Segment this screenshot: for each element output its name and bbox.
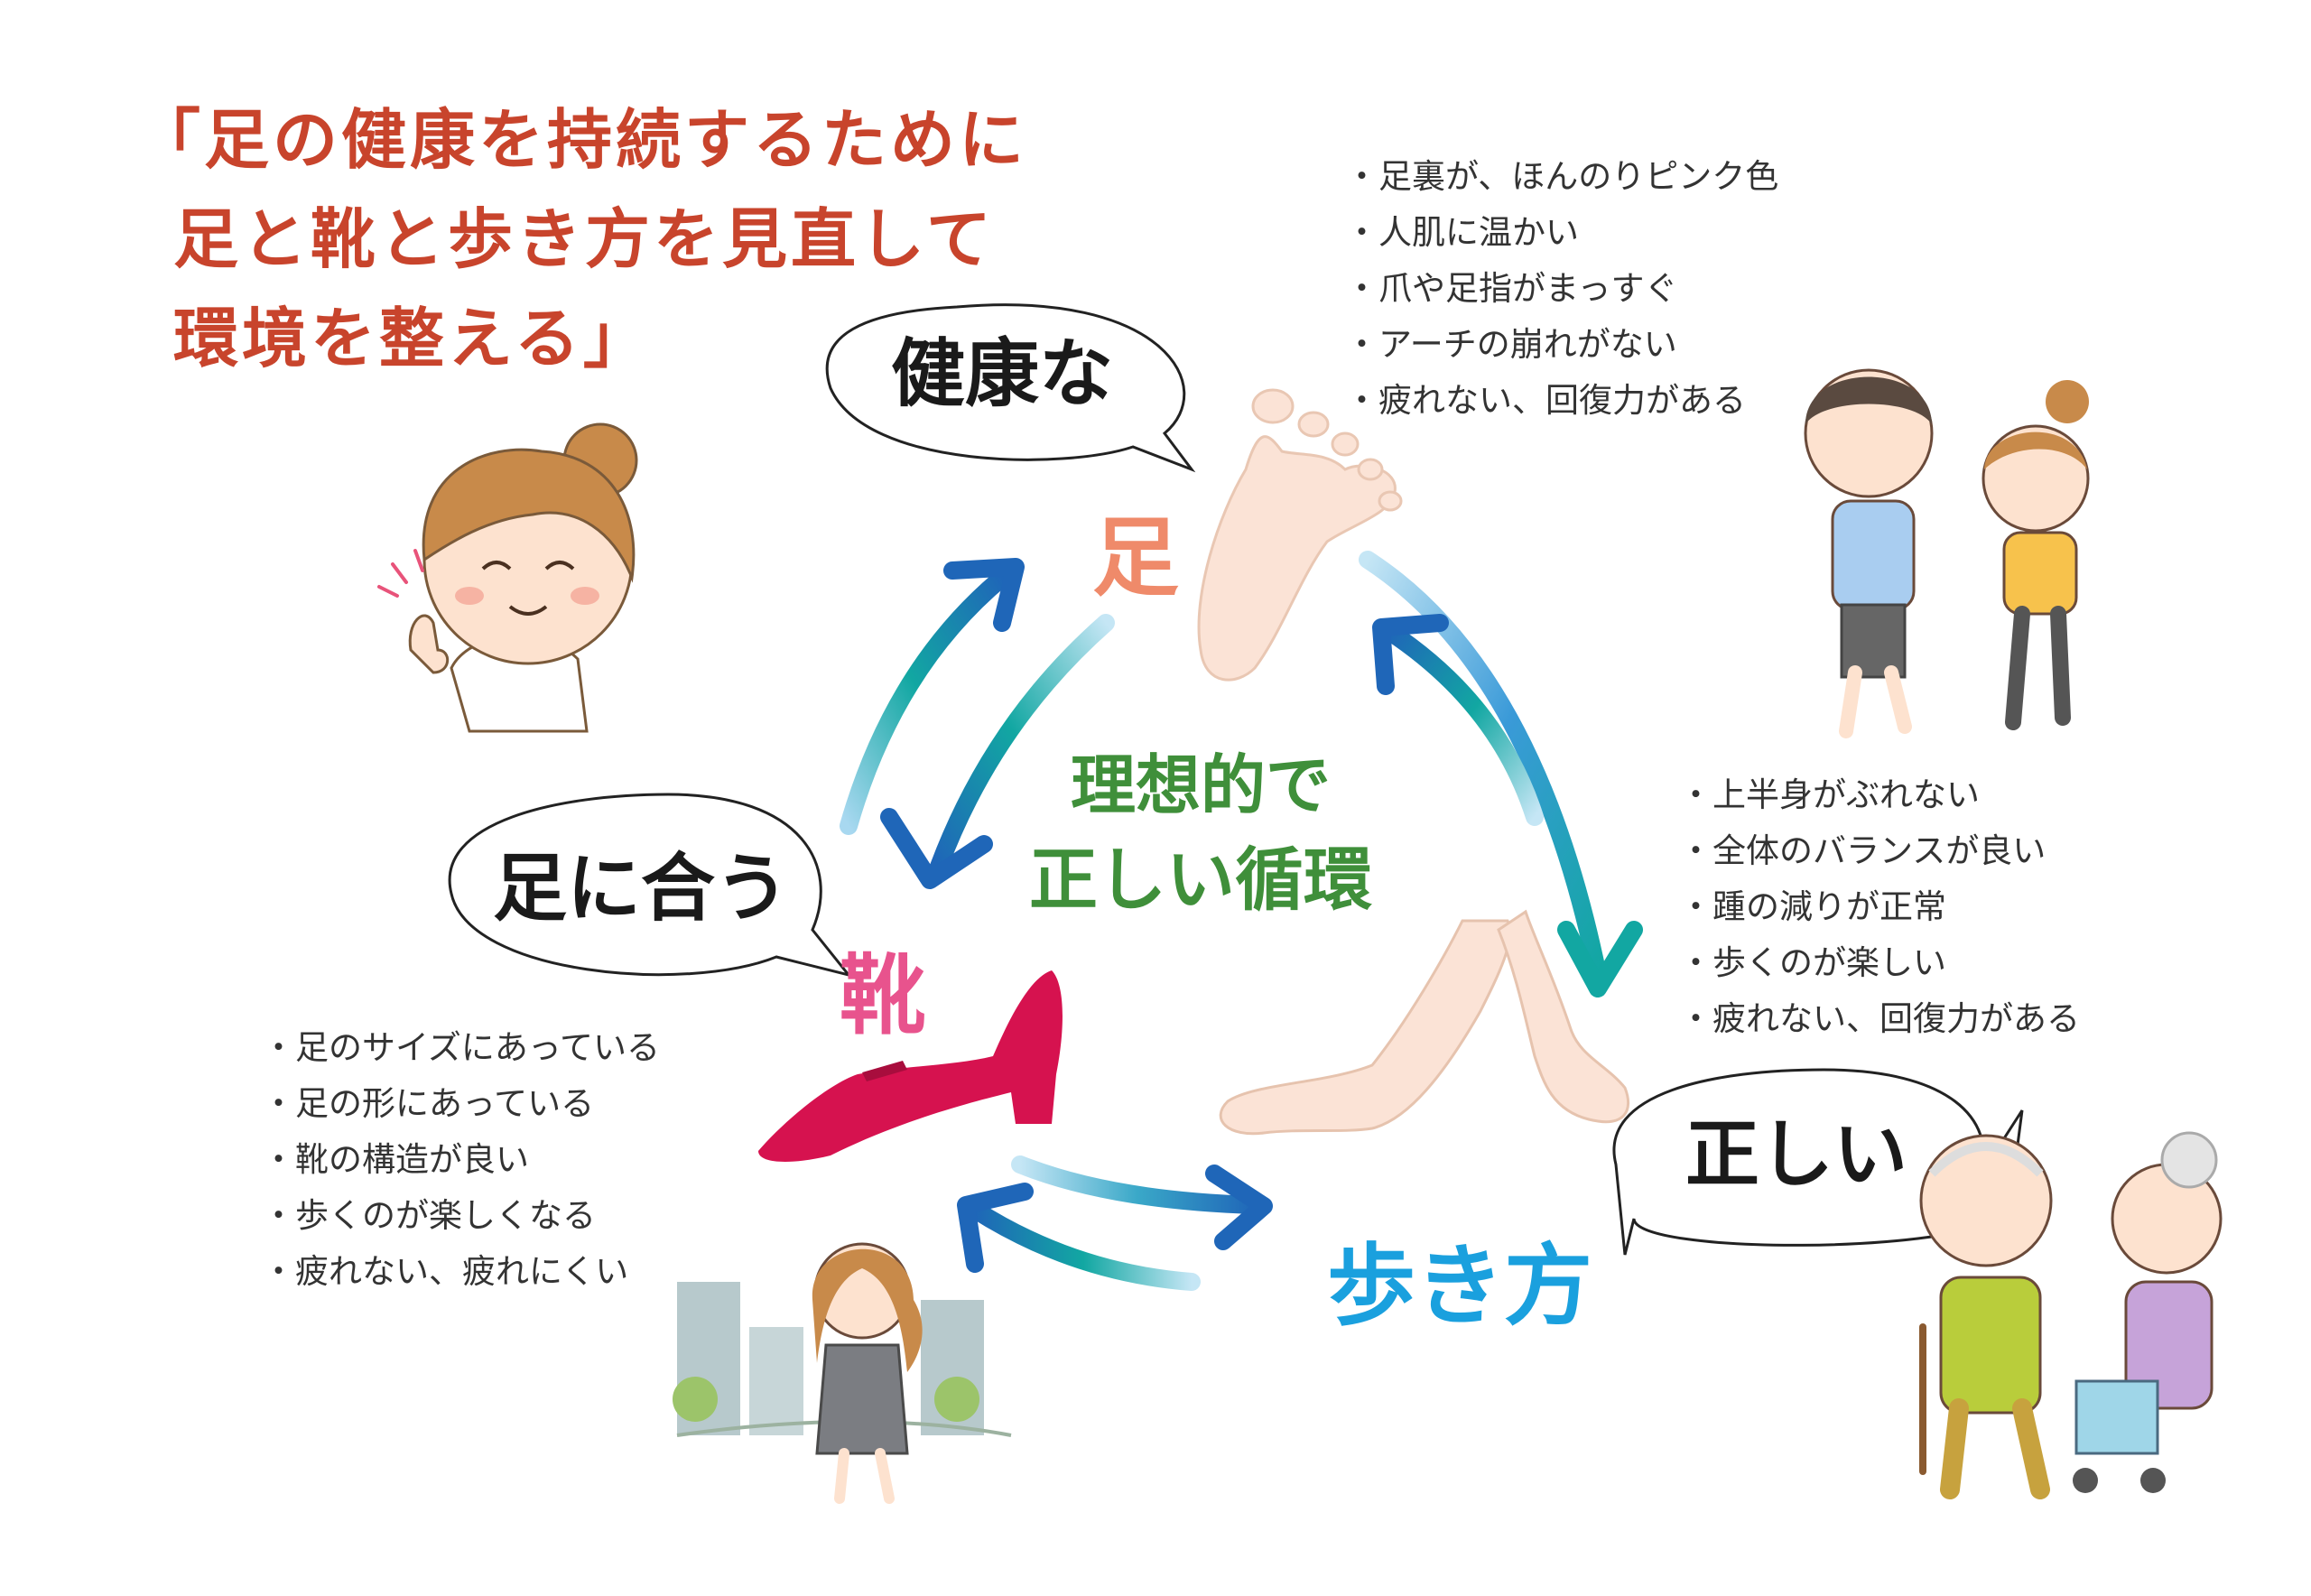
cycle-arrow-walk-to-foot-icon [1372, 614, 1544, 826]
list-item: 足裏が、ほんのりピンク色 [1345, 149, 1778, 205]
foot-bullet-list: 足裏が、ほんのりピンク色 人肌に温かい 爪や足指がまっすぐ アーチの崩れがない … [1345, 149, 1778, 429]
bare-foot-icon [1197, 388, 1403, 682]
node-label-foot: 足 [1092, 507, 1179, 608]
walking-couple-icon [1804, 368, 2090, 738]
list-item: 人肌に温かい [1345, 205, 1778, 261]
list-item: 爪や足指がまっすぐ [1345, 261, 1778, 317]
list-item: 踵の減りが正常 [1679, 879, 2080, 935]
title-line-1: 「足の健康を持続するために [135, 101, 1028, 178]
list-item: 疲れない、回復力がある [1679, 991, 2080, 1047]
walking-legs-icon [1219, 909, 1630, 1136]
elderly-couple-icon [1919, 1131, 2223, 1499]
red-pump-shoe-icon [758, 970, 1063, 1162]
bubble-shoe [448, 793, 852, 978]
list-item: 上半身がぶれない [1679, 767, 2080, 823]
list-item: アーチの崩れがない [1345, 317, 1778, 373]
title-line-3: 環境を整える」 [173, 300, 652, 376]
list-item: 靴の構造が良い [262, 1132, 660, 1188]
walk-bullet-list: 上半身がぶれない 全体のバランスが良い 踵の減りが正常 歩くのが楽しい 疲れない… [1679, 767, 2080, 1047]
list-item: 歩くのが楽しい [1679, 935, 2080, 991]
list-item: 歩くのが楽しくなる [262, 1188, 660, 1244]
bubble-foot-text: 健康な [890, 331, 1113, 417]
center-line-2: 正しい循環 [1029, 840, 1372, 920]
list-item: 足のサイズにあっている [262, 1020, 660, 1076]
center-caption: 理想的で 正しい循環 [975, 740, 1426, 930]
bubble-walk-text: 正しい [1685, 1112, 1907, 1198]
bubble-walk [1612, 1068, 2024, 1256]
page-title: 「足の健康を持続するために 足と靴と歩き方を見直して 環境を整える」 [135, 90, 1027, 388]
list-item: 足の形にあっている [262, 1076, 660, 1132]
business-woman-icon [673, 1242, 1012, 1504]
center-line-1: 理想的で [1070, 747, 1331, 823]
cycle-arrow-shoe-to-foot-icon [840, 558, 1025, 835]
cycle-arrow-foot-to-shoe-icon [880, 614, 1115, 889]
node-label-shoe: 靴 [840, 945, 926, 1046]
list-item: 全体のバランスが良い [1679, 823, 2080, 879]
list-item: 疲れない、疲れにくい [262, 1244, 660, 1300]
bubble-foot [825, 303, 1196, 473]
cycle-arrow-foot-to-walk-icon [1359, 551, 1643, 998]
cycle-arrow-walk-to-shoe-icon [957, 1183, 1201, 1291]
bubble-shoe-text: 足に合う [492, 846, 789, 932]
node-label-walk: 歩き方 [1327, 1235, 1593, 1338]
shoe-bullet-list: 足のサイズにあっている 足の形にあっている 靴の構造が良い 歩くのが楽しくなる … [262, 1020, 660, 1300]
cycle-arrow-shoe-to-walk-icon [1011, 1155, 1273, 1250]
nurse-pointing-icon [377, 422, 638, 733]
title-line-2: 足と靴と歩き方を見直して [173, 200, 995, 277]
list-item: 疲れない、回復力がある [1345, 373, 1778, 429]
